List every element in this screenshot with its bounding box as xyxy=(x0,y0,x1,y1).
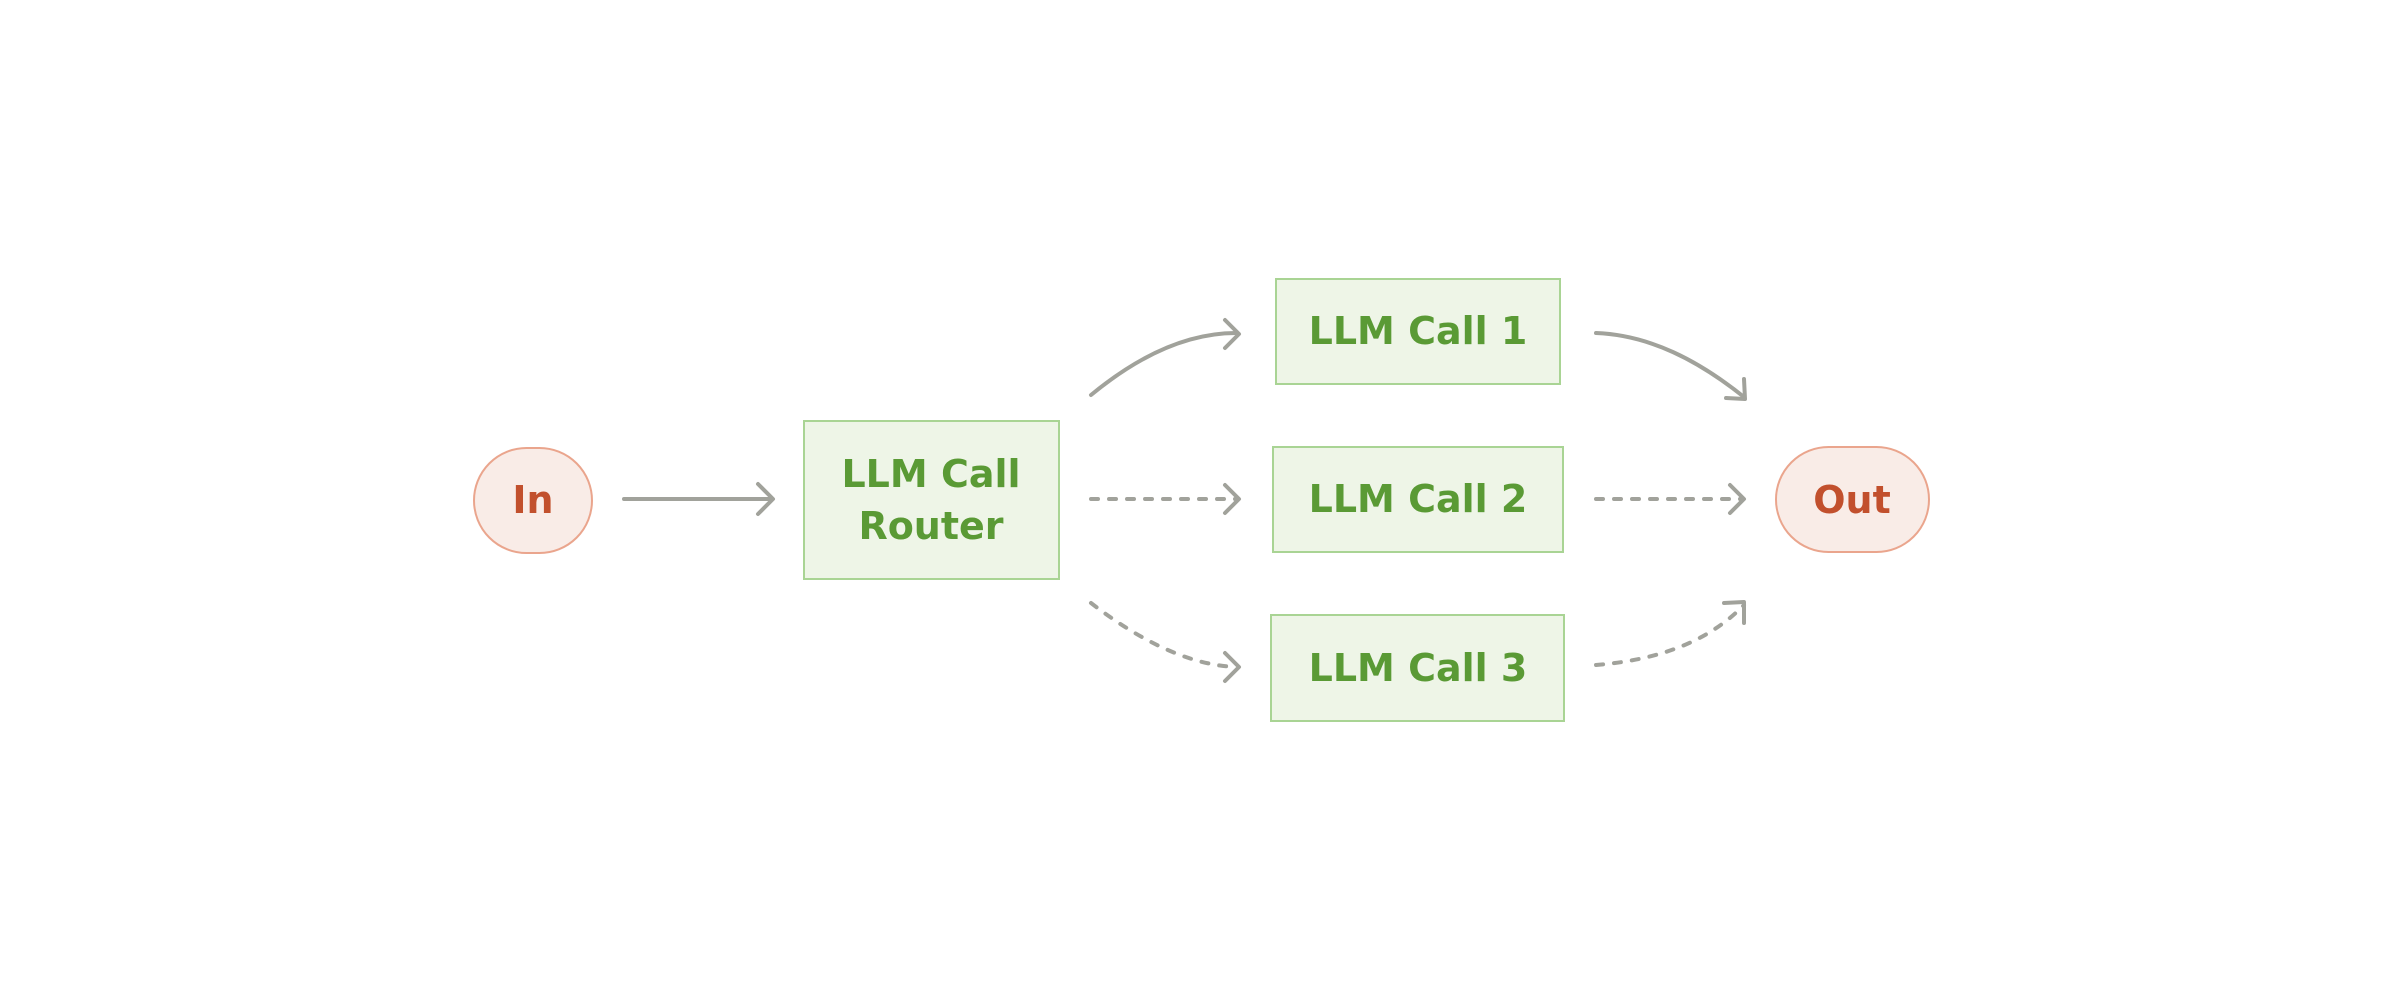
edge-router-to-call-1 xyxy=(1089,318,1241,397)
node-out-shape xyxy=(1775,446,1930,553)
edge-call-1-to-out-line xyxy=(1594,331,1746,399)
edge-in-to-router-arrowhead xyxy=(756,482,775,516)
edge-router-to-call-2-arrowhead xyxy=(1223,483,1241,515)
node-llm-call-2-label: LLM Call 2 xyxy=(1309,477,1528,521)
edge-call-3-to-out-arrowhead xyxy=(1722,600,1746,625)
edge-router-to-call-2 xyxy=(1089,483,1241,515)
node-router-label-line1: LLM Call xyxy=(841,452,1020,496)
node-llm-call-3-shape xyxy=(1270,614,1565,722)
edge-router-to-call-3-line xyxy=(1089,601,1238,669)
node-llm-call-2: LLM Call 2 xyxy=(1272,446,1564,553)
node-router: LLM Call Router xyxy=(803,420,1060,580)
node-llm-call-3-label: LLM Call 3 xyxy=(1309,646,1528,690)
edge-call-3-to-out xyxy=(1594,600,1746,667)
edge-call-2-to-out xyxy=(1594,483,1746,515)
edge-call-1-to-out xyxy=(1594,331,1747,401)
edge-call-2-to-out-arrowhead xyxy=(1728,483,1746,515)
node-llm-call-1: LLM Call 1 xyxy=(1275,278,1561,385)
node-llm-call-1-label: LLM Call 1 xyxy=(1309,309,1528,353)
node-router-shape xyxy=(803,420,1060,580)
node-out: Out xyxy=(1775,446,1930,553)
edge-call-3-to-out-line xyxy=(1594,603,1746,667)
edge-router-to-call-3-arrowhead xyxy=(1223,651,1241,683)
edge-router-to-call-1-line xyxy=(1089,331,1238,397)
node-llm-call-2-shape xyxy=(1272,446,1564,553)
node-in: In xyxy=(473,447,593,554)
edge-router-to-call-1-arrowhead xyxy=(1223,318,1241,350)
edge-call-1-to-out-arrowhead xyxy=(1724,377,1747,401)
edge-router-to-call-3 xyxy=(1089,601,1241,683)
node-in-shape xyxy=(473,447,593,554)
node-in-label: In xyxy=(512,478,553,522)
node-router-label-line2: Router xyxy=(858,504,1003,548)
node-out-label: Out xyxy=(1813,478,1891,522)
edge-in-to-router xyxy=(622,482,775,516)
node-llm-call-1-shape xyxy=(1275,278,1561,385)
node-llm-call-3: LLM Call 3 xyxy=(1270,614,1565,722)
